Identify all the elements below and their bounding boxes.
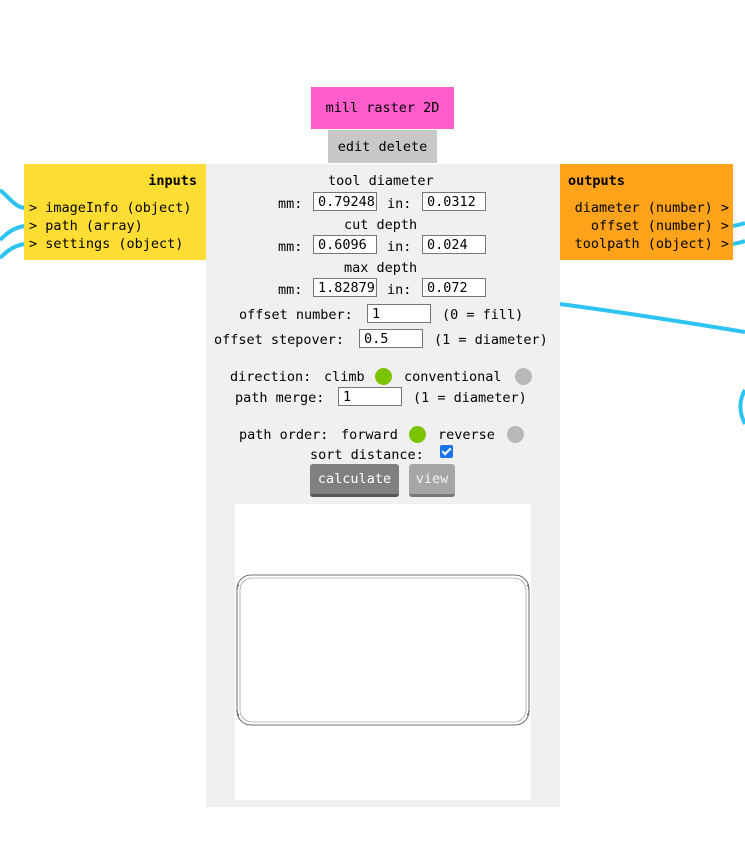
wire-out-1 (732, 221, 745, 228)
direction-climb-radio[interactable] (375, 368, 392, 385)
path-order-label: path order: (239, 427, 329, 443)
cut-depth-mm-label: mm: (278, 239, 303, 255)
input-port-imageinfo[interactable]: > imageInfo (object) (29, 200, 192, 216)
cut-depth-in-label: in: (387, 239, 412, 255)
max-depth-label: max depth (344, 260, 418, 276)
offset-stepover-hint: (1 = diameter) (434, 332, 548, 348)
max-depth-mm-input[interactable] (313, 278, 377, 297)
offset-number-label: offset number: (239, 307, 353, 323)
delete-button[interactable]: delete (378, 139, 428, 155)
path-order-forward-label: forward (341, 427, 398, 443)
sort-distance-label: sort distance: (310, 447, 424, 463)
output-port-toolpath[interactable]: toolpath (object) > (574, 236, 729, 252)
module-title[interactable]: mill raster 2D (311, 87, 454, 129)
path-merge-input[interactable] (338, 387, 402, 406)
view-button[interactable]: view (409, 464, 455, 497)
input-port-settings[interactable]: > settings (object) (29, 236, 184, 252)
path-order-forward-radio[interactable] (409, 426, 426, 443)
path-merge-hint: (1 = diameter) (413, 390, 527, 406)
edit-button[interactable]: edit (337, 139, 371, 155)
toolpath-preview (235, 504, 531, 800)
wire-in-2 (0, 224, 25, 242)
wire-in-1 (0, 188, 25, 210)
inputs-heading: inputs (148, 173, 197, 189)
cut-depth-mm-input[interactable] (313, 235, 377, 254)
direction-conventional-label: conventional (404, 369, 502, 385)
tool-diameter-label: tool diameter (328, 173, 434, 189)
direction-conventional-radio[interactable] (515, 368, 532, 385)
outputs-heading: outputs (568, 173, 625, 189)
input-port-path[interactable]: > path (array) (29, 218, 143, 234)
path-order-reverse-radio[interactable] (507, 426, 524, 443)
wire-out-4 (738, 388, 745, 425)
outputs-panel: outputs diameter (number) > offset (numb… (560, 164, 733, 260)
max-depth-in-input[interactable] (422, 278, 486, 297)
toolpath-corner-marks (236, 583, 530, 717)
inputs-panel: inputs > imageInfo (object) > path (arra… (24, 164, 206, 260)
offset-stepover-label: offset stepover: (214, 332, 345, 348)
view-button-label: view (415, 471, 449, 487)
wire-in-3 (0, 242, 25, 260)
cut-depth-label: cut depth (344, 217, 418, 233)
toolpath-outline-outer (236, 574, 530, 726)
wire-out-3 (559, 302, 745, 334)
path-merge-label: path merge: (235, 390, 325, 406)
tool-diameter-mm-input[interactable] (313, 192, 377, 211)
sort-distance-checkbox[interactable] (440, 445, 453, 458)
max-depth-in-label: in: (387, 282, 412, 298)
cut-depth-in-input[interactable] (422, 235, 486, 254)
output-port-offset[interactable]: offset (number) > (590, 218, 729, 234)
toolpath-outline-inner (239, 577, 527, 723)
wire-out-2 (732, 239, 745, 246)
max-depth-mm-label: mm: (278, 282, 303, 298)
calculate-button[interactable]: calculate (310, 464, 399, 497)
path-order-reverse-label: reverse (438, 427, 495, 443)
offset-stepover-input[interactable] (359, 329, 423, 348)
direction-climb-label: climb (324, 369, 365, 385)
tool-diameter-in-input[interactable] (422, 192, 486, 211)
direction-label: direction: (230, 369, 312, 385)
offset-number-hint: (0 = fill) (442, 307, 524, 323)
output-port-diameter[interactable]: diameter (number) > (574, 200, 729, 216)
tool-diameter-in-label: in: (387, 196, 412, 212)
module-title-text: mill raster 2D (325, 100, 440, 116)
calculate-button-label: calculate (317, 471, 392, 487)
module-edit-bar: edit delete (328, 130, 437, 163)
offset-number-input[interactable] (367, 304, 431, 323)
tool-diameter-mm-label: mm: (278, 196, 303, 212)
toolpath-preview-canvas (236, 574, 530, 726)
